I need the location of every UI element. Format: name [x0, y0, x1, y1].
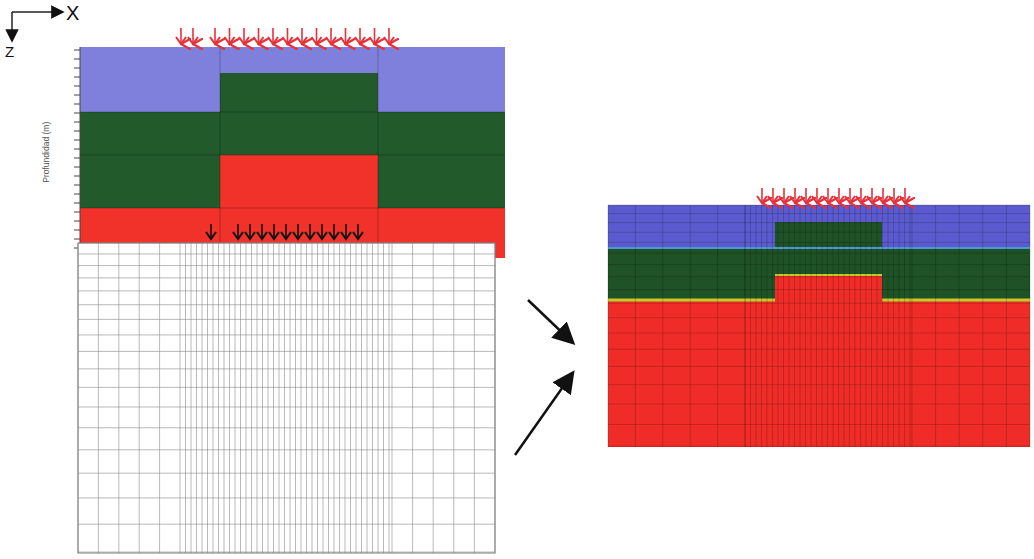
meshed-model: [608, 188, 1030, 447]
axis-symbol: [12, 12, 62, 40]
merge-arrows: [515, 300, 572, 455]
layer-model: [74, 28, 505, 258]
axis-label: Z: [5, 44, 14, 59]
axis-label: X: [66, 3, 79, 23]
mesh-grid: [78, 224, 495, 553]
axis-title: Profundidad (m): [42, 122, 51, 183]
